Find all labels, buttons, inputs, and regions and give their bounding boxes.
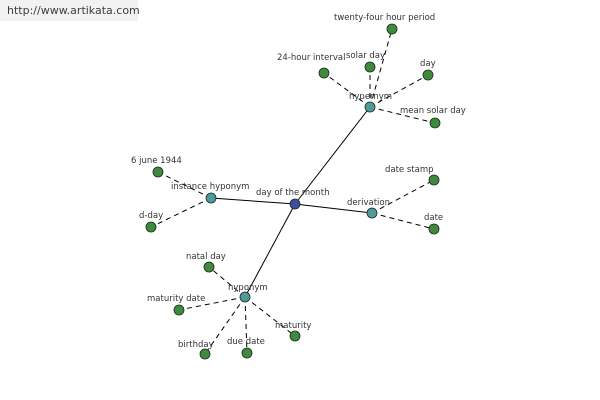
edges-layer: [150, 28, 436, 355]
edge-hypernym-to-day: [369, 74, 429, 108]
leaf-node-6-june-1944[interactable]: [152, 166, 164, 178]
leaf-label-mean-solar-day[interactable]: mean solar day: [400, 106, 466, 116]
leaf-label-twenty-four-hour-period[interactable]: twenty-four hour period: [334, 13, 435, 23]
edge-hypernym-to-twenty-four-hour-period: [369, 28, 393, 108]
edge-hyponym-to-birthday: [204, 296, 246, 355]
edge-instance-hyponym-to-6-june-1944: [157, 171, 212, 199]
nodes-layer: [145, 23, 441, 360]
edge-hyponym-to-due-date: [244, 296, 248, 354]
leaf-node-day[interactable]: [422, 69, 434, 81]
leaf-label-due-date[interactable]: due date: [227, 337, 265, 347]
leaf-node-d-day[interactable]: [145, 221, 157, 233]
leaf-label-day[interactable]: day: [420, 59, 436, 69]
leaf-label-maturity[interactable]: maturity: [275, 321, 311, 331]
leaf-label-maturity-date[interactable]: maturity date: [147, 294, 205, 304]
leaf-label-d-day[interactable]: d-day: [139, 211, 163, 221]
leaf-node-birthday[interactable]: [199, 348, 211, 360]
source-url[interactable]: http://www.artikata.com: [7, 4, 140, 17]
center-node-label[interactable]: day of the month: [256, 188, 329, 198]
relation-label-instance-hyponym[interactable]: instance hyponym: [171, 182, 249, 192]
relation-label-hypernym[interactable]: hypernym: [349, 92, 392, 102]
edge-center-to-derivation: [294, 203, 373, 214]
edge-hypernym-to-mean-solar-day: [369, 106, 436, 124]
leaf-node-date-stamp[interactable]: [428, 174, 440, 186]
leaf-node-24-hour-interval[interactable]: [318, 67, 330, 79]
leaf-node-maturity-date[interactable]: [173, 304, 185, 316]
source-badge: http://www.artikata.com: [0, 0, 140, 21]
relation-node-hyponym[interactable]: [239, 291, 251, 303]
relation-node-derivation[interactable]: [366, 207, 378, 219]
edge-hyponym-to-maturity: [244, 296, 296, 337]
leaf-node-solar-day[interactable]: [364, 61, 376, 73]
edge-instance-hyponym-to-d-day: [150, 197, 212, 228]
edge-hyponym-to-maturity-date: [178, 296, 246, 311]
leaf-node-mean-solar-day[interactable]: [429, 117, 441, 129]
edge-derivation-to-date: [371, 212, 435, 230]
center-node[interactable]: [289, 198, 301, 210]
edge-center-to-hypernym: [294, 106, 371, 205]
leaf-label-natal-day[interactable]: natal day: [186, 252, 226, 262]
edge-center-to-hyponym: [244, 203, 296, 298]
leaf-label-birthday[interactable]: birthday: [178, 340, 214, 350]
relation-label-derivation[interactable]: derivation: [347, 198, 390, 208]
edge-hypernym-to-24-hour-interval: [323, 72, 371, 108]
labels-layer: day of the month hypernym twenty-four hour…: [131, 13, 466, 350]
leaf-node-date[interactable]: [428, 223, 440, 235]
edge-center-to-instance-hyponym: [210, 197, 296, 205]
leaf-node-due-date[interactable]: [241, 347, 253, 359]
leaf-label-solar-day[interactable]: solar day: [346, 51, 385, 61]
leaf-label-24-hour-interval[interactable]: 24-hour interval: [277, 53, 345, 63]
leaf-node-twenty-four-hour-period[interactable]: [386, 23, 398, 35]
leaf-node-natal-day[interactable]: [203, 261, 215, 273]
leaf-label-date[interactable]: date: [424, 213, 443, 223]
leaf-label-date-stamp[interactable]: date stamp: [385, 165, 434, 175]
relation-label-hyponym[interactable]: hyponym: [228, 283, 268, 293]
leaf-node-maturity[interactable]: [289, 330, 301, 342]
edge-hyponym-to-natal-day: [208, 266, 246, 298]
relation-node-instance-hyponym[interactable]: [205, 192, 217, 204]
leaf-label-6-june-1944[interactable]: 6 june 1944: [131, 156, 182, 166]
relation-node-hypernym[interactable]: [364, 101, 376, 113]
edge-derivation-to-date-stamp: [371, 179, 435, 214]
